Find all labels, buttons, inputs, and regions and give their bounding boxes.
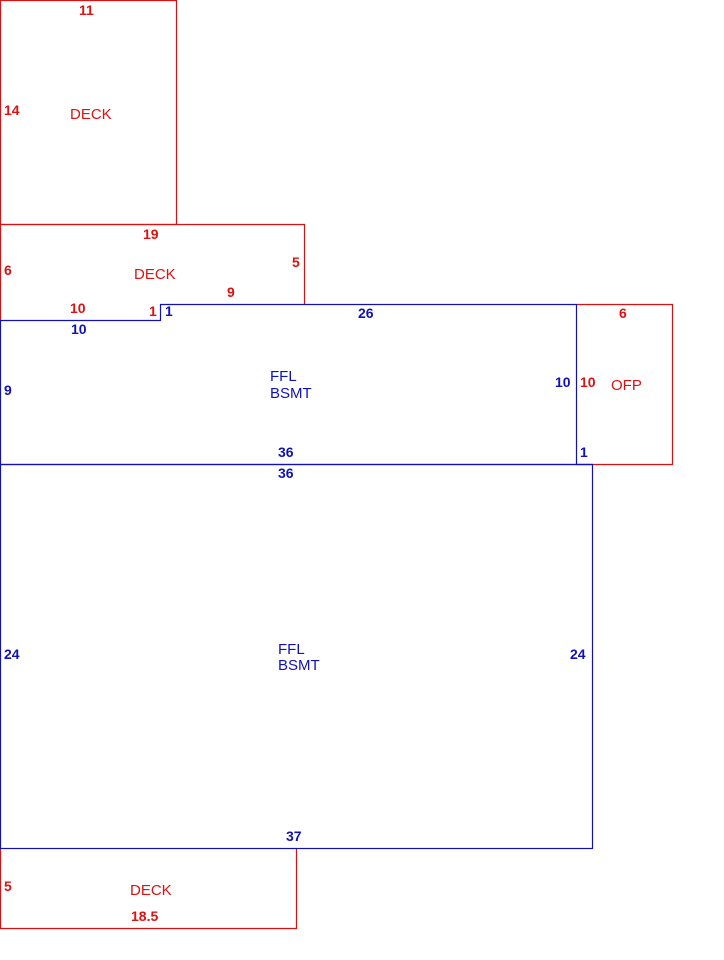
deck-middle-outline bbox=[0, 223, 306, 305]
ofp-outline bbox=[576, 303, 674, 466]
ofp-dim-left: 10 bbox=[580, 374, 596, 390]
ffl-upper-dim-right: 10 bbox=[555, 374, 571, 390]
ffl-upper-dim-top-left: 10 bbox=[71, 321, 87, 337]
ofp-name: OFP bbox=[611, 377, 642, 394]
ofp-labels: 6 10 OFP 1 bbox=[580, 305, 642, 460]
deck-middle-dim-left: 6 bbox=[4, 262, 12, 278]
ffl-lower-name-line2: BSMT bbox=[278, 657, 320, 674]
deck-middle-dim-top: 19 bbox=[143, 226, 159, 242]
ffl-upper-dim-left: 9 bbox=[4, 382, 12, 398]
deck-top-dim-left: 14 bbox=[4, 102, 20, 118]
ffl-upper-dim-step: 1 bbox=[165, 303, 173, 319]
ffl-lower-name-line1: FFL bbox=[278, 641, 305, 658]
ffl-lower-dim-left: 24 bbox=[4, 646, 20, 662]
ffl-lower-outline bbox=[0, 463, 594, 850]
outlines bbox=[0, 0, 674, 930]
ffl-lower-dim-bottom: 37 bbox=[286, 828, 302, 844]
deck-bottom-outline bbox=[0, 848, 298, 930]
deck-top-dim-top: 11 bbox=[79, 2, 94, 18]
ffl-upper-dim-top: 26 bbox=[358, 305, 374, 321]
deck-middle-dim-bottom-left: 10 bbox=[70, 300, 86, 316]
deck-middle-labels: 19 6 DECK 5 9 10 1 bbox=[4, 226, 300, 319]
deck-top-labels: 11 14 DECK bbox=[4, 2, 112, 123]
deck-middle-name: DECK bbox=[134, 266, 176, 283]
deck-top-name: DECK bbox=[70, 106, 112, 123]
deck-bottom-name: DECK bbox=[130, 882, 172, 899]
deck-bottom-dim-left: 5 bbox=[4, 878, 12, 894]
ffl-upper-name-line2: BSMT bbox=[270, 385, 312, 402]
deck-bottom-dim-bottom: 18.5 bbox=[131, 908, 158, 924]
ffl-lower-dim-right: 24 bbox=[570, 646, 586, 662]
ffl-upper-dim-bottom: 36 bbox=[278, 444, 294, 460]
ffl-lower-dim-top: 36 bbox=[278, 465, 294, 481]
deck-middle-dim-bottom-right: 9 bbox=[227, 284, 235, 300]
ffl-lower-labels: 36 24 FFL BSMT 24 37 bbox=[4, 465, 586, 844]
ofp-dim-bottom-step: 1 bbox=[580, 444, 588, 460]
ffl-upper-name-line1: FFL bbox=[270, 368, 297, 385]
deck-middle-dim-right: 5 bbox=[292, 254, 300, 270]
deck-bottom-labels: 5 DECK 18.5 bbox=[4, 878, 172, 924]
ofp-dim-top: 6 bbox=[619, 305, 627, 321]
deck-middle-dim-step: 1 bbox=[149, 303, 157, 319]
ffl-upper-labels: 10 1 26 9 FFL BSMT 10 36 bbox=[4, 303, 571, 460]
